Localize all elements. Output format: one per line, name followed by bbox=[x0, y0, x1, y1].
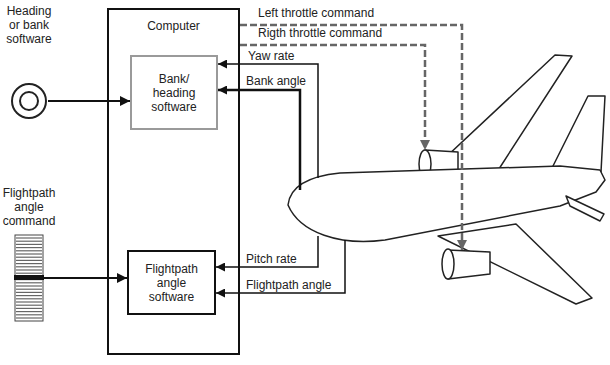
control-label: Heading or bank software bbox=[2, 4, 56, 46]
heading-knob: Heading or bank software bbox=[2, 4, 56, 120]
tail-fin bbox=[552, 96, 605, 172]
box-title: Computer bbox=[109, 10, 238, 33]
signal-label: Rigth throttle command bbox=[258, 26, 382, 40]
right-throttle-line bbox=[240, 45, 425, 150]
signal-label: Flightpath angle bbox=[246, 278, 331, 292]
yaw-rate-line bbox=[218, 64, 318, 178]
bank-angle-line bbox=[218, 90, 300, 190]
signal-label: Left throttle command bbox=[258, 6, 374, 20]
knob-symbol bbox=[10, 82, 48, 120]
software-box: Flightpath angle software bbox=[127, 250, 216, 315]
signal-connector bbox=[48, 100, 130, 102]
control-label: Flightpath angle command bbox=[0, 186, 58, 228]
lower-engine bbox=[442, 249, 490, 279]
signal-label: Pitch rate bbox=[246, 252, 297, 266]
pitch-rate-line bbox=[216, 236, 318, 267]
software-box: Bank/ heading software bbox=[130, 55, 218, 130]
tail-plane bbox=[566, 196, 604, 221]
thumbwheel-symbol bbox=[14, 234, 44, 322]
box-label: Flightpath angle software bbox=[133, 262, 210, 304]
computer-box: ComputerBank/ heading softwareFlightpath… bbox=[107, 8, 240, 355]
flightpath-angle-line bbox=[216, 240, 345, 293]
thumbwheel: Flightpath angle command bbox=[0, 186, 58, 322]
left-throttle-line bbox=[240, 25, 462, 250]
signal-connector bbox=[44, 277, 127, 279]
signal-label: Bank angle bbox=[246, 74, 306, 88]
fuselage bbox=[288, 166, 605, 241]
signal-label: Yaw rate bbox=[248, 49, 294, 63]
box-label: Bank/ heading software bbox=[136, 72, 212, 114]
